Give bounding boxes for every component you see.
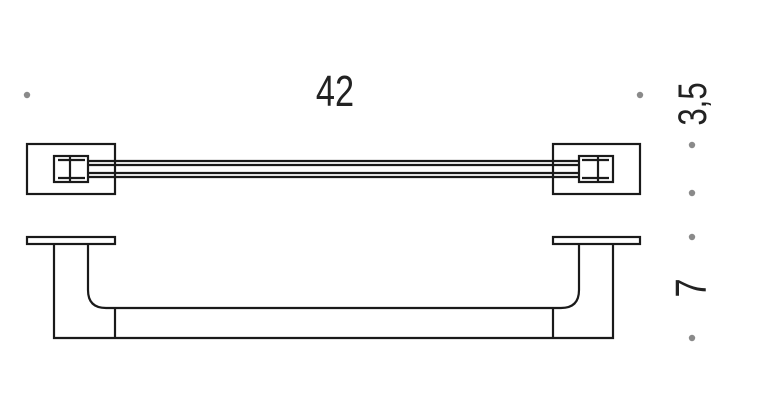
- marker-dot-right: [636, 91, 644, 99]
- right-wall-plate-front: [551, 142, 642, 196]
- marker-dot-plate-top: [688, 141, 696, 149]
- left-bracket-front: [52, 154, 90, 184]
- marker-dot-left: [23, 91, 31, 99]
- towel-bar-inner-contour: [86, 244, 581, 310]
- marker-dot-plate-bottom: [688, 189, 696, 197]
- plate-height-dimension-label: 3,5: [670, 82, 715, 125]
- front-view: [25, 142, 642, 196]
- projection-dimension-label: 7: [667, 278, 716, 297]
- length-dimension-label: 42: [316, 67, 354, 116]
- towel-bar-outer-contour: [52, 244, 615, 340]
- right-bracket-front: [577, 154, 615, 184]
- reference-markers: [23, 91, 696, 342]
- right-wall-plate-side: [551, 235, 642, 246]
- side-view: [25, 235, 642, 340]
- left-wall-plate-side: [25, 235, 117, 246]
- marker-dot-side-top: [688, 233, 696, 241]
- marker-dot-side-bottom: [688, 334, 696, 342]
- towel-bar-front: [88, 159, 579, 179]
- left-wall-plate-front: [25, 142, 117, 196]
